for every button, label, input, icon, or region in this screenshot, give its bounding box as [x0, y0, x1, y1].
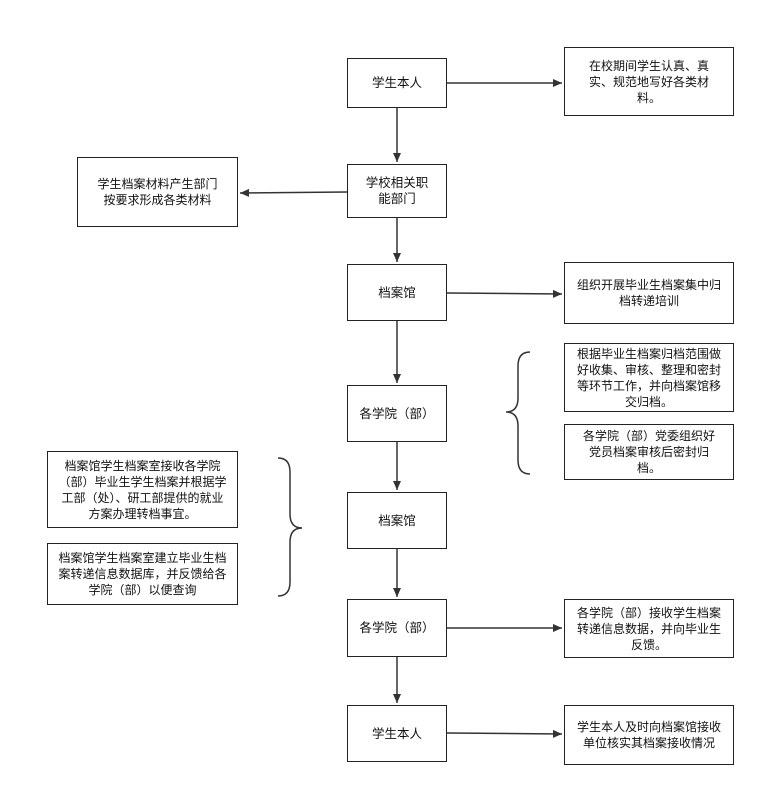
- note-archive-2-a: 档案馆学生档案室接收各学院（部）毕业生学生档案并根据学工部（处）、研工部提供的就…: [47, 451, 238, 528]
- arrow-dept-to-note: [239, 188, 348, 197]
- node-student-bottom: 学生本人: [347, 705, 447, 762]
- note-school-dept: 学生档案材料产生部门按要求形成各类材料: [77, 157, 238, 227]
- note-archive-1: 组织开展毕业生档案集中归档转递培训: [564, 262, 734, 324]
- node-archive-1: 档案馆: [347, 264, 447, 321]
- node-college-2: 各学院（部）: [347, 599, 447, 657]
- brace-college-notes: [505, 351, 531, 475]
- note-college-1-a: 根据毕业生档案归档范围做好收集、审核、整理和密封等环节工作，并向档案馆移交归档。: [564, 343, 734, 412]
- arrow-archive-to-note: [446, 289, 563, 298]
- note-college-2: 各学院（部）接收学生档案转递信息数据，并向毕业生反馈。: [564, 599, 734, 658]
- brace-archive-notes: [277, 457, 303, 597]
- note-archive-2-b: 档案馆学生档案室建立毕业生档案转递信息数据库，并反馈给各学院（部）以便查询: [47, 543, 238, 605]
- node-archive-2: 档案馆: [347, 492, 447, 549]
- note-student-bottom: 学生本人及时向档案馆接收单位核实其档案接收情况: [564, 705, 734, 765]
- arrow-student2-to-note: [446, 729, 563, 738]
- node-school-dept: 学校相关职能部门: [347, 164, 447, 218]
- node-student-top: 学生本人: [347, 58, 447, 108]
- node-college-1: 各学院（部）: [347, 385, 447, 442]
- note-student-top: 在校期间学生认真、真实、规范地写好各类材料。: [564, 47, 734, 116]
- note-college-1-b: 各学院（部）党委组织好党员档案审核后密封归档。: [564, 424, 734, 480]
